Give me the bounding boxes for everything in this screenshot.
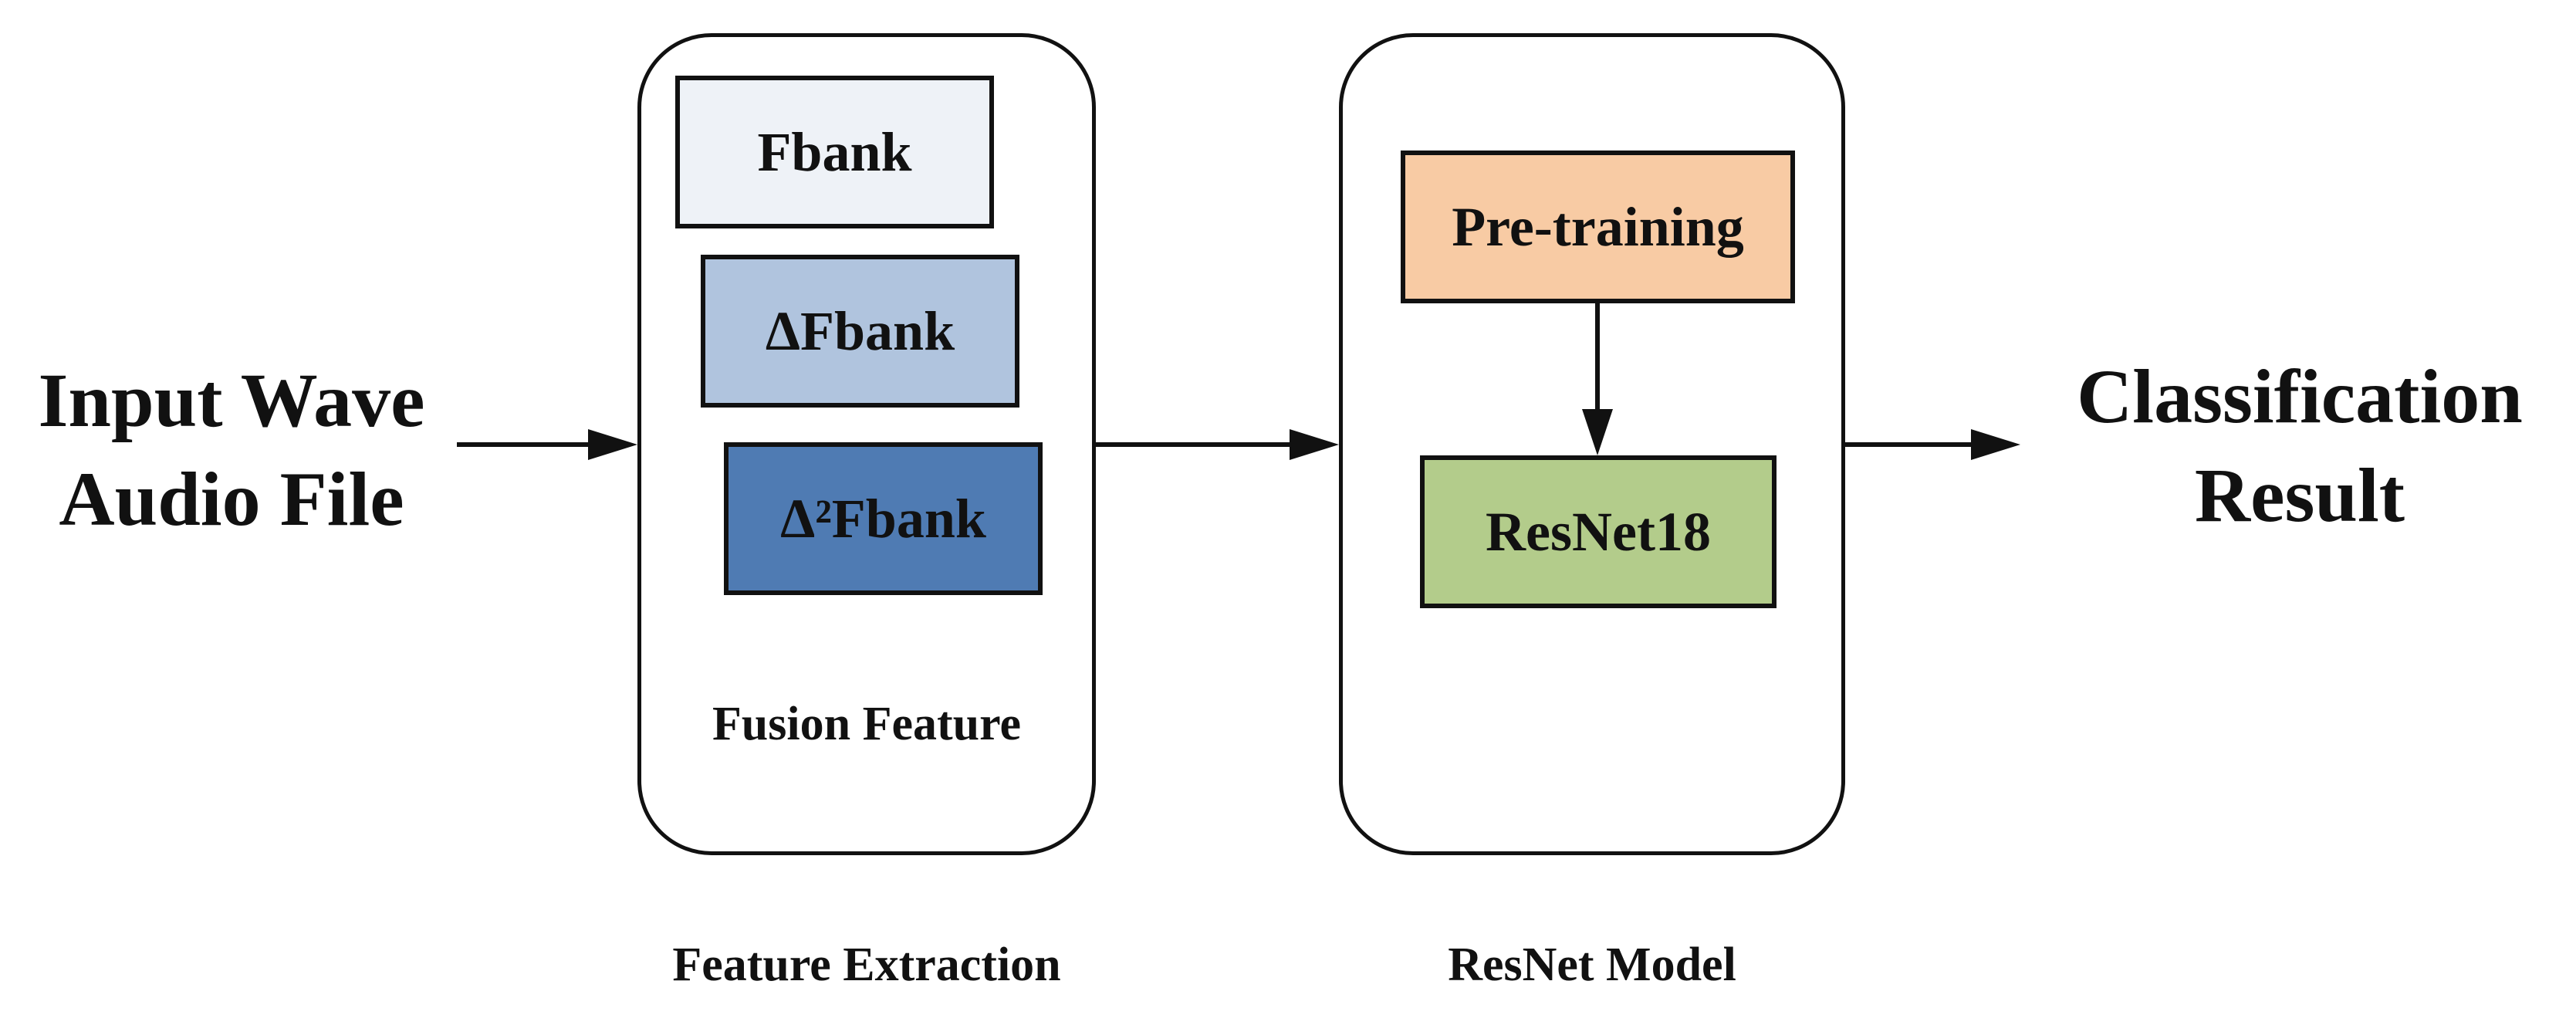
resnet-model-caption: ResNet Model xyxy=(1448,939,1736,991)
pretraining-box: Pre-training xyxy=(1401,151,1795,303)
arrow-features-to-resnet xyxy=(1096,429,1339,460)
delta-fbank-box: ΔFbank xyxy=(701,255,1019,408)
output-label: Classification Result xyxy=(2037,347,2562,545)
resnet18-box: ResNet18 xyxy=(1420,455,1776,608)
delta2-fbank-box: Δ²Fbank xyxy=(724,442,1043,595)
arrow-resnet-to-output xyxy=(1845,429,2020,460)
output-label-line1: Classification xyxy=(2077,354,2523,439)
arrow-pretraining-to-resnet18 xyxy=(1582,303,1613,455)
output-label-line2: Result xyxy=(2194,452,2405,538)
feature-extraction-caption: Feature Extraction xyxy=(672,939,1061,991)
input-label: Input Wave Audio File xyxy=(15,351,448,549)
input-label-line2: Audio File xyxy=(59,456,404,542)
input-label-line1: Input Wave xyxy=(38,357,425,443)
arrow-input-to-features xyxy=(457,429,637,460)
fbank-box: Fbank xyxy=(675,76,994,228)
fusion-feature-label: Fusion Feature xyxy=(712,698,1022,750)
